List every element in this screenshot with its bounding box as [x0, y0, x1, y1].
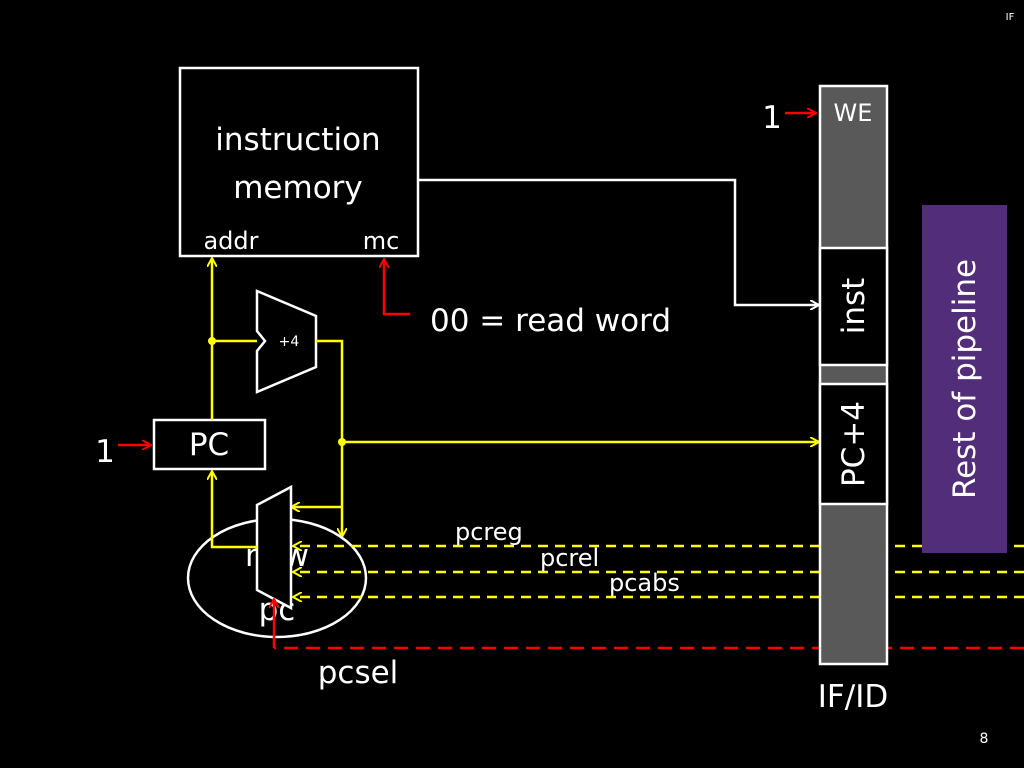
ifid-we-label: WE — [834, 99, 873, 127]
pcabs-label: pcabs — [609, 569, 680, 597]
ifid-register-body — [818, 84, 889, 666]
mux-to-pc-wire — [212, 472, 257, 549]
page-number: 8 — [980, 731, 989, 747]
inst-output-wire — [418, 178, 818, 305]
plus4-adder-shape — [255, 289, 318, 394]
plus4-adder-label: +4 — [279, 334, 300, 350]
pc-mux-shape — [255, 484, 293, 611]
pc-register-label: PC — [189, 427, 229, 463]
ifid-pc4-field — [818, 382, 889, 506]
mc-control-wire — [384, 260, 410, 316]
ifid-pc4-label: PC+4 — [836, 401, 872, 487]
instruction-memory-box — [178, 66, 420, 258]
ifid-inst-field — [818, 246, 889, 367]
pc-register-box — [152, 418, 267, 471]
pcsel-label: pcsel — [318, 655, 399, 691]
ifid-we-value: 1 — [762, 100, 782, 136]
pcreg-label: pcreg — [455, 518, 523, 546]
mc-port-label: mc — [363, 227, 400, 255]
rest-of-pipeline-label: Rest of pipeline — [947, 259, 983, 499]
pcrel-label: pcrel — [540, 544, 599, 572]
pc-write-enable-value: 1 — [95, 434, 115, 470]
adder-output-wire — [316, 339, 342, 536]
mc-value-label: 00 = read word — [430, 303, 671, 339]
pc-junction-dot — [208, 337, 216, 345]
ifid-name-label: IF/ID — [818, 679, 888, 715]
ifid-inst-label: inst — [836, 278, 872, 335]
adder-junction-dot — [338, 438, 346, 446]
instruction-memory-title-2: memory — [233, 170, 363, 206]
corner-tag: IF — [1006, 12, 1015, 23]
instruction-memory-title-1: instruction — [215, 122, 380, 158]
addr-port-label: addr — [203, 227, 258, 255]
rest-of-pipeline-box — [922, 205, 1007, 553]
